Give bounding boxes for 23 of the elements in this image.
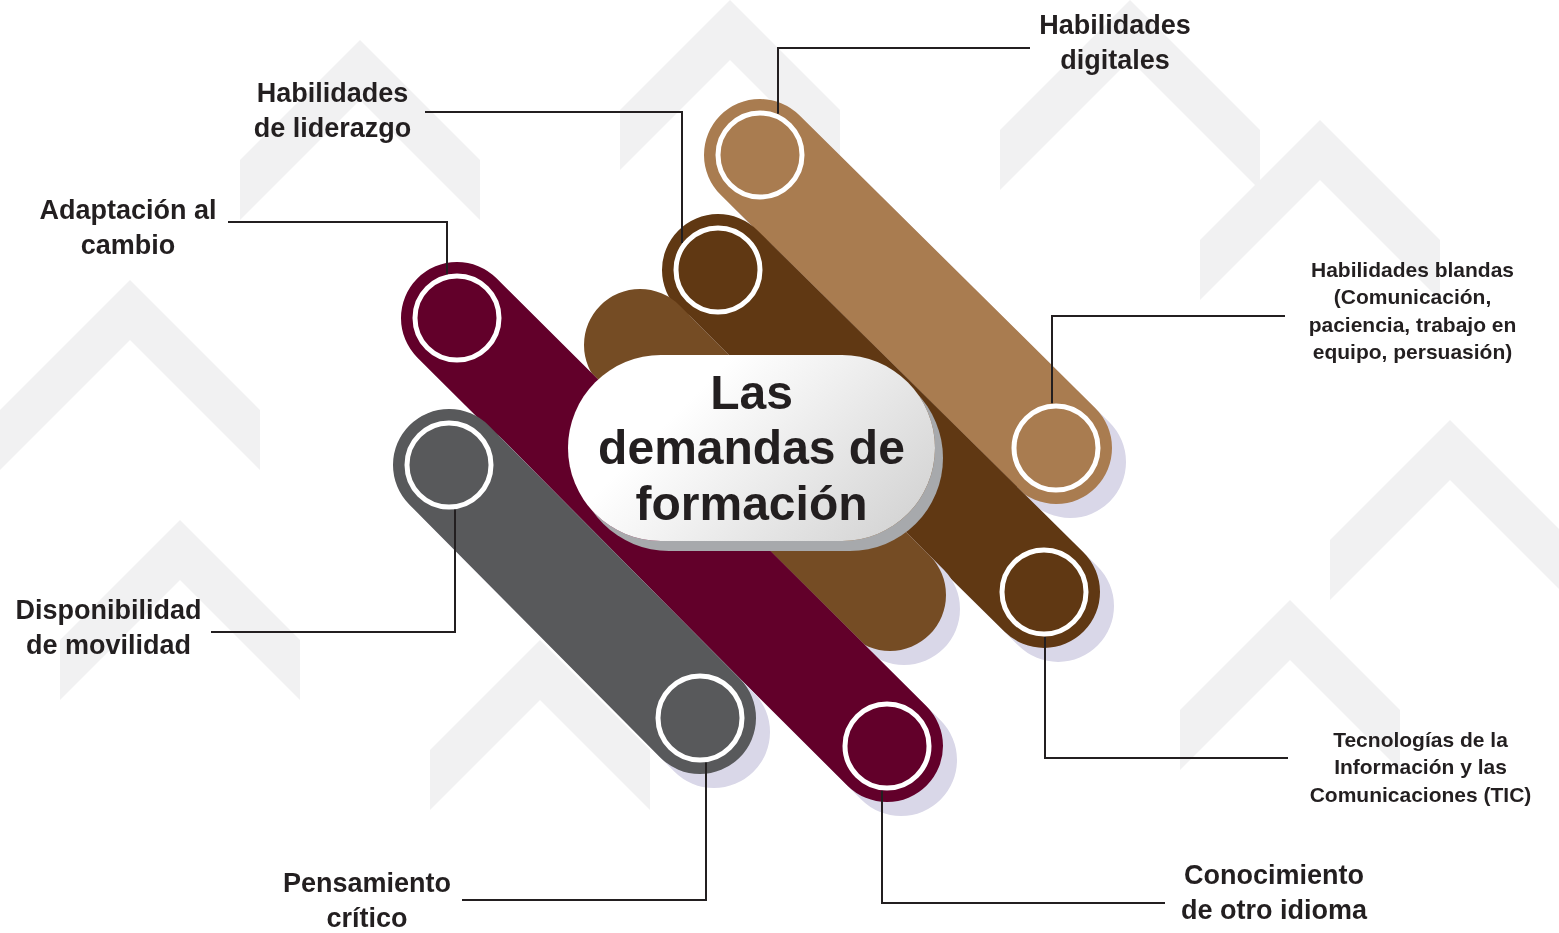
ring-marker (404, 420, 494, 510)
leader-line (461, 761, 707, 901)
ring-marker (412, 273, 502, 363)
leader-line (881, 789, 1166, 904)
ring-marker (1011, 403, 1101, 493)
ring-marker (655, 673, 745, 763)
ring-marker (715, 110, 805, 200)
leader-line (227, 221, 448, 276)
skill-label: Habilidades blandas (Comunicación, paciencia, trabajo en equipo, persuasión) (1285, 256, 1540, 366)
ring-marker (673, 225, 763, 315)
skill-label: Tecnologías de la Información y las Comunicaciones (TIC) (1288, 726, 1553, 808)
leader-line (424, 111, 683, 244)
leader-line (1044, 636, 1289, 759)
leader-line (777, 47, 1031, 115)
leader-line (210, 508, 456, 633)
ring-marker (999, 547, 1089, 637)
skill-label: Habilidades digitales (1030, 8, 1200, 79)
skill-label: Disponibilidad de movilidad (6, 593, 211, 664)
leader-line (1051, 315, 1286, 405)
ring-marker (842, 701, 932, 791)
skill-label: Conocimiento de otro idioma (1165, 858, 1383, 929)
skill-label: Adaptación al cambio (28, 193, 228, 264)
skill-label: Pensamiento crítico (272, 866, 462, 933)
